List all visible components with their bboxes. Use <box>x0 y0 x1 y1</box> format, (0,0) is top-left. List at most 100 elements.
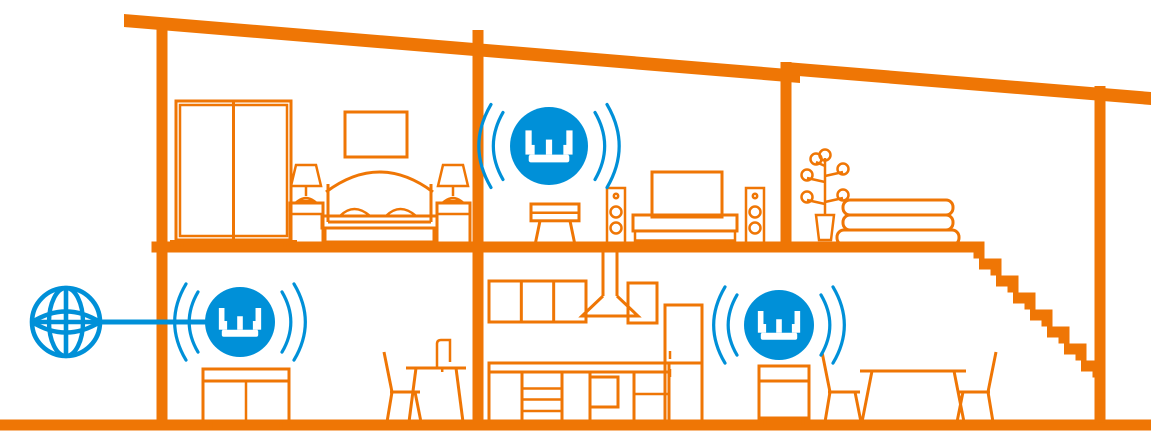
speaker-left-woofer <box>609 221 623 235</box>
exterior-left-wall <box>156 18 168 425</box>
router-center-post <box>545 139 553 155</box>
bed-headboard-arch <box>325 170 434 194</box>
router-lower-left-room[interactable] <box>173 282 307 362</box>
tv-console-shelf <box>633 229 737 242</box>
wardrobe-inner <box>178 103 289 238</box>
dining-table-leg-right <box>952 370 966 423</box>
nightstand <box>435 201 472 246</box>
router-cup-left <box>528 144 535 155</box>
router-cup-right <box>563 144 570 155</box>
stair-riser <box>1007 275 1019 293</box>
chair-back-leg <box>413 391 423 423</box>
chair-front-leg <box>385 391 394 423</box>
router-icons[interactable] <box>173 102 846 365</box>
picture-frame <box>343 110 409 159</box>
stair-riser <box>1041 309 1053 327</box>
stair-tread <box>962 241 985 253</box>
speaker-right-woofer <box>748 221 762 235</box>
speaker-right-cabinet <box>744 186 766 246</box>
router-base <box>221 329 259 337</box>
lamp-base <box>294 196 318 203</box>
stair-tread <box>1013 292 1036 304</box>
monitor-screen <box>435 338 452 368</box>
router-antenna-left <box>757 311 764 333</box>
stair-rail <box>1098 399 1106 408</box>
signal-arc-right <box>292 282 307 362</box>
stair-tread <box>1064 343 1087 355</box>
television-screen <box>650 170 724 219</box>
roof-upper-beam <box>124 14 800 83</box>
room-bedroom <box>170 99 472 248</box>
stair-tread <box>979 258 1002 270</box>
stair-riser <box>1058 326 1070 344</box>
wardrobe-plinth <box>170 240 297 244</box>
plant-bud <box>800 190 814 204</box>
bed-base <box>323 226 436 244</box>
signal-arc-right <box>593 110 607 182</box>
router-antenna-right <box>794 311 801 333</box>
router-lower-dining[interactable] <box>712 285 846 365</box>
sofa-layer <box>835 228 961 247</box>
room-kitchen <box>487 252 704 426</box>
router-center-post <box>776 319 782 333</box>
desk-leg-left <box>407 367 418 423</box>
globe-meridian-curve <box>46 285 86 359</box>
globe-icon[interactable] <box>29 285 103 359</box>
dining-chair-leg-front <box>823 391 832 423</box>
stair-rail <box>1098 377 1106 386</box>
router-antenna-right <box>566 130 573 155</box>
dining-chair-leg-front <box>986 391 995 423</box>
chair-backrest <box>382 351 394 393</box>
lamp-shade <box>289 163 323 188</box>
stair-rail <box>1098 407 1106 416</box>
room-living-room <box>529 170 766 248</box>
stair-rail <box>1098 384 1106 393</box>
stair-riser <box>990 258 1002 276</box>
stair-riser <box>1075 343 1087 361</box>
router-cup-right <box>791 324 798 333</box>
router-upper-living-room[interactable] <box>477 102 621 190</box>
stair-tread <box>1047 326 1070 338</box>
mid-floor-slab <box>151 241 968 253</box>
room-dining-room <box>757 351 998 425</box>
room-storage <box>800 148 961 247</box>
tv-console-leg <box>637 239 645 248</box>
signal-arc-right <box>605 102 621 190</box>
globe-parallel-upper <box>30 309 102 324</box>
hood-funnel <box>578 294 642 318</box>
lamp-base <box>441 196 465 203</box>
router-cup-right <box>252 321 259 330</box>
signal-arc-left <box>173 282 188 362</box>
router-cup-left <box>221 321 228 330</box>
roof-lower-beam <box>786 62 1151 105</box>
tv-console-leg <box>725 239 733 248</box>
speaker-right-mid-driver <box>748 205 762 219</box>
dining-chair-leg-back <box>853 391 863 423</box>
interior-lower-wall <box>472 247 484 425</box>
stair-riser <box>973 241 985 259</box>
stair-rail <box>1098 414 1106 423</box>
dining-chair-backrest <box>820 351 832 393</box>
signal-arc-right <box>280 290 293 354</box>
stair-tread <box>996 275 1019 287</box>
router-antenna-right <box>255 308 262 330</box>
signal-arc-left <box>491 110 505 182</box>
signal-arc-left <box>477 102 493 190</box>
sofa-layer <box>841 198 955 217</box>
signal-arc-right <box>831 285 846 365</box>
signal-arc-left <box>187 290 200 354</box>
plant-bud <box>836 188 850 202</box>
sofa-layer <box>841 213 955 232</box>
interior-upper-right-wall <box>780 62 792 247</box>
router-center-post <box>237 316 243 330</box>
side-table-leg <box>533 220 542 246</box>
stair-riser <box>1092 360 1104 378</box>
dining-cabinet-body <box>757 364 811 420</box>
stair-riser <box>1024 292 1036 310</box>
plant-bud <box>836 162 850 176</box>
room-office <box>201 338 466 429</box>
globe-parallel-lower <box>30 320 102 335</box>
speaker-right-tweeter <box>751 192 759 200</box>
